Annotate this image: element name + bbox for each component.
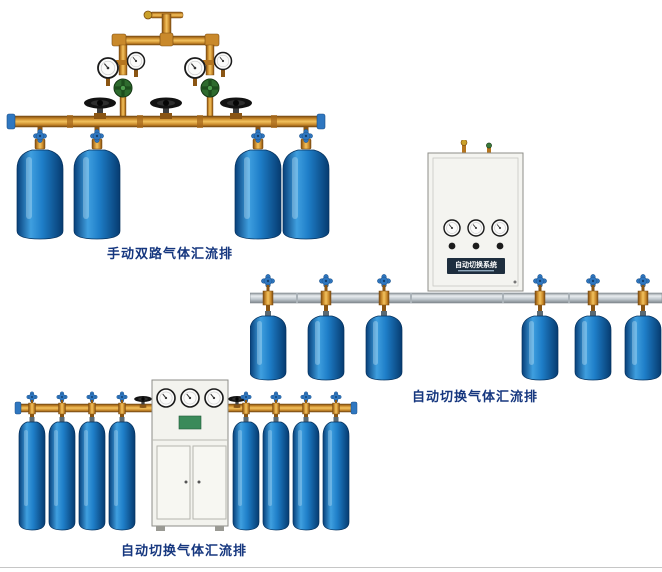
- gas-cylinder: [108, 421, 136, 531]
- control-knob: [448, 242, 456, 250]
- pressure-gauge-icon: [126, 51, 146, 71]
- control-knob: [496, 242, 504, 250]
- cylinder-station: [365, 274, 403, 381]
- gas-cylinder: [78, 421, 106, 531]
- manifold-pipe-right: [227, 401, 358, 415]
- pressure-gauge-icon: [184, 57, 206, 79]
- gas-cylinder: [18, 421, 46, 531]
- auto-switch-manifold-photo: 自动切换系统: [250, 140, 662, 386]
- figure-caption: 自动切换气体汇流排: [411, 389, 538, 404]
- cylinder-station: [262, 391, 290, 531]
- control-knob: [472, 242, 480, 250]
- cylinder-station: [16, 127, 64, 240]
- manual-dual-manifold-photo: [0, 0, 340, 242]
- gas-cylinder: [365, 315, 403, 381]
- pressure-gauge-icon: [180, 388, 200, 408]
- pipe-end-cap: [350, 401, 358, 415]
- cylinder-station: [292, 391, 320, 531]
- small-valve-knob: [460, 140, 468, 146]
- cylinder-station: [521, 274, 559, 381]
- gas-cylinder: [292, 421, 320, 531]
- gas-cylinder: [48, 421, 76, 531]
- pressure-gauge-icon: [156, 388, 176, 408]
- cylinder-station: [574, 274, 612, 381]
- manifold-pipe: [250, 292, 662, 304]
- cylinder-station: [78, 391, 106, 531]
- cylinder-station: [108, 391, 136, 531]
- gas-cylinder: [322, 421, 350, 531]
- cylinder-station: [232, 391, 260, 531]
- switchover-cabinet: [151, 379, 229, 531]
- figure-caption: 手动双路气体汇流排: [106, 246, 233, 261]
- pipe-end-cap: [14, 401, 22, 415]
- control-cabinet: 自动切换系统: [427, 152, 524, 292]
- gas-cylinder: [574, 315, 612, 381]
- cabinet-door: [156, 445, 191, 520]
- gas-cylinder: [521, 315, 559, 381]
- cylinder-station: [307, 274, 345, 381]
- door-handle: [184, 480, 188, 484]
- pipe-end-cap: [316, 113, 326, 130]
- auto-switch-floor-manifold-drawing: [14, 379, 358, 531]
- top-valve-knob: [143, 10, 153, 20]
- indicator-panel: [178, 415, 202, 430]
- pressure-gauge-icon: [213, 51, 233, 71]
- auto-switch-manifold-drawing: 自动切换系统: [250, 140, 662, 381]
- gas-cylinder: [307, 315, 345, 381]
- figure-caption: 自动切换气体汇流排: [120, 543, 247, 558]
- small-valve-knob: [486, 142, 492, 149]
- pipe-end-cap: [6, 113, 16, 130]
- door-handle: [197, 480, 201, 484]
- gas-cylinder: [73, 149, 121, 240]
- cylinder-station: [73, 127, 121, 240]
- auto-switch-floor-manifold-photo: [10, 376, 358, 540]
- pressure-gauge-icon: [467, 219, 485, 237]
- gas-cylinder: [16, 149, 64, 240]
- pressure-gauge-icon: [491, 219, 509, 237]
- cylinder-station: [624, 274, 662, 381]
- regulator-handwheel-icon: [113, 78, 133, 98]
- gas-cylinder: [250, 315, 287, 381]
- regulator-handwheel-icon: [200, 78, 220, 98]
- supply-header-pipes: [111, 10, 220, 76]
- gas-cylinder: [232, 421, 260, 531]
- cylinder-station: [282, 127, 330, 240]
- cylinder-station: [18, 391, 46, 531]
- cylinder-station: [48, 391, 76, 531]
- gas-cylinder: [624, 315, 662, 381]
- cabinet-lock: [513, 280, 517, 284]
- cabinet-top-valves: [460, 140, 492, 154]
- cylinder-station: [234, 127, 282, 240]
- bottom-divider: [0, 567, 662, 568]
- pressure-gauge-icon: [443, 219, 461, 237]
- pressure-gauge-icon: [204, 388, 224, 408]
- cylinder-station: [250, 274, 287, 381]
- gas-cylinder: [262, 421, 290, 531]
- pressure-gauge-icon: [97, 57, 119, 79]
- cylinder-station: [322, 391, 350, 531]
- cabinet-label: 自动切换系统: [455, 260, 497, 269]
- manual-dual-manifold-drawing: [6, 10, 330, 240]
